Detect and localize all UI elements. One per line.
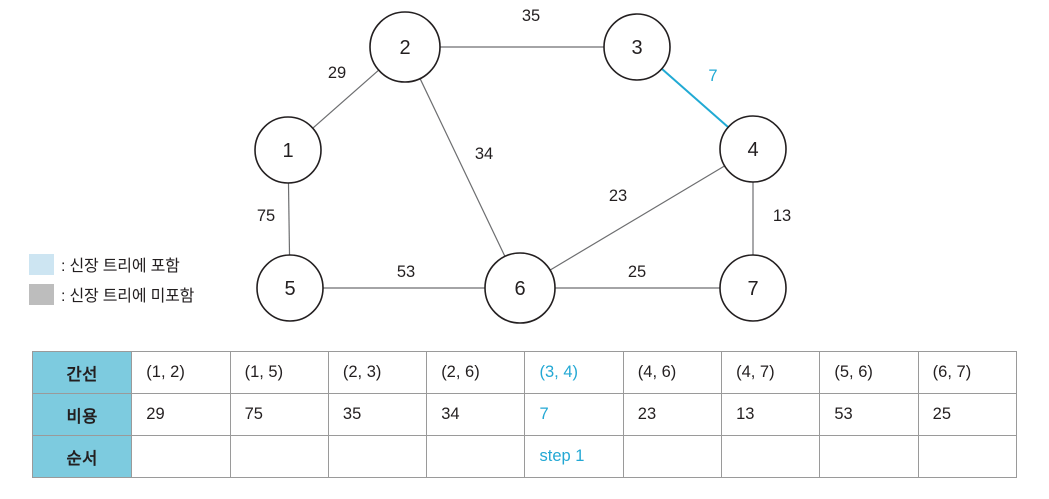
node-label-3: 3: [631, 37, 642, 59]
edge-cost-table: 간선(1, 2)(1, 5)(2, 3)(2, 6)(3, 4)(4, 6)(4…: [31, 351, 1018, 478]
node-circle-6: [484, 252, 556, 324]
row-header-edge: 간선: [31, 351, 133, 394]
edge-weight-5-6: 53: [397, 263, 415, 281]
cell-cost-0: 29: [131, 393, 231, 436]
legend-swatch-not-included: [29, 283, 54, 305]
legend-swatch-included: [29, 253, 54, 275]
graph-node-6[interactable]: 6: [484, 252, 556, 324]
graph-node-2[interactable]: 2: [369, 11, 441, 83]
cell-edge-6: (4, 7): [721, 351, 821, 394]
node-label-6: 6: [514, 278, 525, 300]
edge-weight-3-4: 7: [708, 67, 717, 85]
cell-edge-3: (2, 6): [426, 351, 526, 394]
cell-edge-5: (4, 6): [622, 351, 723, 394]
cell-edge-0: (1, 2): [131, 351, 231, 394]
table-body: 간선(1, 2)(1, 5)(2, 3)(2, 6)(3, 4)(4, 6)(4…: [31, 351, 1018, 478]
graph-node-3[interactable]: 3: [603, 13, 671, 81]
cell-order-1: [229, 435, 329, 478]
node-circle-5: [256, 254, 324, 322]
cell-order-4: step 1: [524, 435, 624, 478]
node-label-1: 1: [282, 140, 293, 162]
graph-node-1[interactable]: 1: [254, 116, 322, 184]
cell-cost-6: 13: [721, 393, 821, 436]
edge-weight-1-2: 29: [328, 64, 346, 82]
cell-cost-4: 7: [524, 393, 624, 436]
cell-edge-8: (6, 7): [917, 351, 1018, 394]
cell-order-7: [819, 435, 919, 478]
cell-order-0: [131, 435, 231, 478]
row-header-order: 순서: [31, 435, 133, 478]
graph-node-4[interactable]: 4: [719, 115, 787, 183]
legend-label-not-included: : 신장 트리에 미포함: [61, 288, 195, 305]
graph-edge-1-2: [311, 69, 380, 130]
legend-label-included: : 신장 트리에 포함: [61, 258, 180, 275]
node-circle-7: [719, 254, 787, 322]
cell-edge-4: (3, 4): [524, 351, 624, 394]
edge-weight-2-6: 34: [475, 145, 493, 163]
cell-edge-1: (1, 5): [229, 351, 329, 394]
edge-weight-4-6: 23: [609, 187, 627, 205]
cell-cost-3: 34: [426, 393, 526, 436]
graph-edge-2-6: [419, 77, 506, 258]
cell-order-3: [426, 435, 526, 478]
node-label-5: 5: [284, 278, 295, 300]
graph-edge-4-6: [548, 164, 726, 272]
node-label-4: 4: [747, 139, 758, 161]
node-label-7: 7: [747, 278, 758, 300]
node-label-2: 2: [399, 37, 410, 59]
cell-order-6: [721, 435, 821, 478]
node-circle-2: [369, 11, 441, 83]
edge-weight-2-3: 35: [522, 7, 540, 25]
cell-cost-1: 75: [229, 393, 329, 436]
cell-cost-5: 23: [622, 393, 723, 436]
cell-cost-2: 35: [327, 393, 428, 436]
legend: : 신장 트리에 포함 : 신장 트리에 미포함: [29, 249, 259, 309]
graph-node-5[interactable]: 5: [256, 254, 324, 322]
cell-edge-2: (2, 3): [327, 351, 428, 394]
graph-node-7[interactable]: 7: [719, 254, 787, 322]
graph-edge-3-4: [660, 67, 730, 129]
cell-order-8: [917, 435, 1018, 478]
cell-cost-8: 25: [917, 393, 1018, 436]
legend-item-not-included: : 신장 트리에 미포함: [29, 279, 259, 309]
edge-weight-6-7: 25: [628, 263, 646, 281]
node-circle-1: [254, 116, 322, 184]
edge-weight-1-5: 75: [257, 207, 275, 225]
row-header-cost: 비용: [31, 393, 133, 436]
node-circle-3: [603, 13, 671, 81]
cell-edge-7: (5, 6): [819, 351, 919, 394]
legend-item-included: : 신장 트리에 포함: [29, 249, 259, 279]
cell-order-5: [622, 435, 723, 478]
edge-weight-4-7: 13: [773, 207, 791, 225]
cell-order-2: [327, 435, 428, 478]
table-row-order: 순서 step 1: [31, 435, 1018, 478]
node-circle-4: [719, 115, 787, 183]
graph-edge-1-5: [287, 181, 291, 257]
table-row-edge: 간선(1, 2)(1, 5)(2, 3)(2, 6)(3, 4)(4, 6)(4…: [31, 351, 1018, 394]
cell-cost-7: 53: [819, 393, 919, 436]
